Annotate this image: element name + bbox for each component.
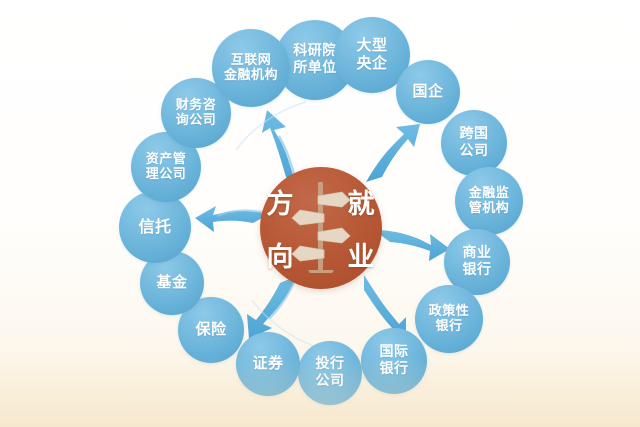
node-label-line1: 资产管 [145, 151, 187, 167]
node-label-line1: 信托 [138, 216, 172, 236]
node-label-line1: 互联网 [230, 52, 272, 68]
node-gq[interactable]: 国企 [396, 60, 460, 124]
node-label: 科研院所单位 [290, 43, 340, 76]
node-label-line2: 银行 [462, 262, 492, 278]
node-label: 基金 [153, 273, 190, 292]
center-node[interactable]: 方 就 向 业 [260, 167, 382, 289]
node-label-line1: 跨国 [459, 126, 489, 143]
node-label: 证券 [249, 354, 286, 373]
node-label-line1: 国际 [379, 344, 409, 361]
node-label: 保险 [192, 320, 229, 339]
center-char-bottom-left: 向 [266, 242, 295, 273]
center-node-text: 方 就 向 业 [260, 167, 382, 289]
node-thgs[interactable]: 投行公司 [298, 341, 362, 405]
center-char-bottom-right: 业 [347, 242, 376, 273]
node-label: 金融监管机构 [466, 186, 513, 217]
node-label-line2: 管机构 [468, 201, 510, 216]
node-label: 国企 [409, 82, 446, 101]
node-label-line2: 理公司 [145, 167, 187, 182]
node-label-line2: 央企 [356, 54, 388, 72]
node-zcxyh[interactable]: 政策性银行 [415, 285, 483, 353]
node-label: 资产管理公司 [143, 152, 190, 183]
center-char-top-right: 就 [347, 189, 376, 220]
node-label-line1: 证券 [252, 354, 284, 373]
node-label-line1: 大型 [356, 36, 388, 55]
arrow-right [374, 230, 450, 261]
node-hlwjr[interactable]: 互联网金融机构 [212, 29, 290, 107]
node-label-line1: 政策性 [428, 303, 470, 319]
node-label-line2: 公司 [459, 143, 489, 159]
node-kggs[interactable]: 跨国公司 [441, 110, 507, 176]
node-label-line1: 金融监 [468, 185, 510, 201]
node-label-line2: 金融机构 [223, 68, 278, 83]
arrow-down-right [364, 275, 406, 342]
node-label-line1: 基金 [156, 273, 188, 292]
node-label-line2: 询公司 [175, 113, 217, 128]
node-label: 投行公司 [313, 356, 348, 389]
node-label-line1: 国企 [412, 82, 444, 101]
node-label: 政策性银行 [426, 304, 473, 335]
node-label-line1: 商业 [462, 245, 492, 262]
node-label-line1: 保险 [195, 320, 227, 339]
node-label: 跨国公司 [457, 126, 492, 159]
node-label: 大型央企 [353, 37, 390, 72]
arrow-left [195, 206, 271, 232]
node-syyh[interactable]: 商业银行 [444, 229, 510, 295]
node-gjyh[interactable]: 国际银行 [361, 328, 427, 394]
node-zq[interactable]: 证券 [236, 332, 300, 396]
node-label-line1: 科研院 [293, 43, 337, 60]
center-char-top-left: 方 [266, 189, 295, 220]
node-label: 国际银行 [377, 344, 412, 377]
node-label: 互联网金融机构 [221, 53, 281, 84]
node-label: 信托 [135, 216, 174, 237]
node-label-line2: 银行 [379, 361, 409, 377]
node-dxyq[interactable]: 大型央企 [334, 17, 410, 93]
node-jrjg[interactable]: 金融监管机构 [455, 167, 523, 235]
arrow-up-right [366, 124, 420, 182]
node-label-line1: 投行 [315, 356, 345, 373]
node-label: 商业银行 [460, 245, 495, 278]
swoosh-accent-top [235, 101, 307, 151]
node-label-line2: 所单位 [293, 60, 337, 76]
node-label-line2: 公司 [315, 373, 345, 389]
node-xt[interactable]: 信托 [119, 191, 191, 263]
node-label-line2: 银行 [435, 319, 463, 334]
node-label-line1: 财务咨 [175, 97, 217, 113]
node-label: 财务咨询公司 [173, 98, 220, 129]
